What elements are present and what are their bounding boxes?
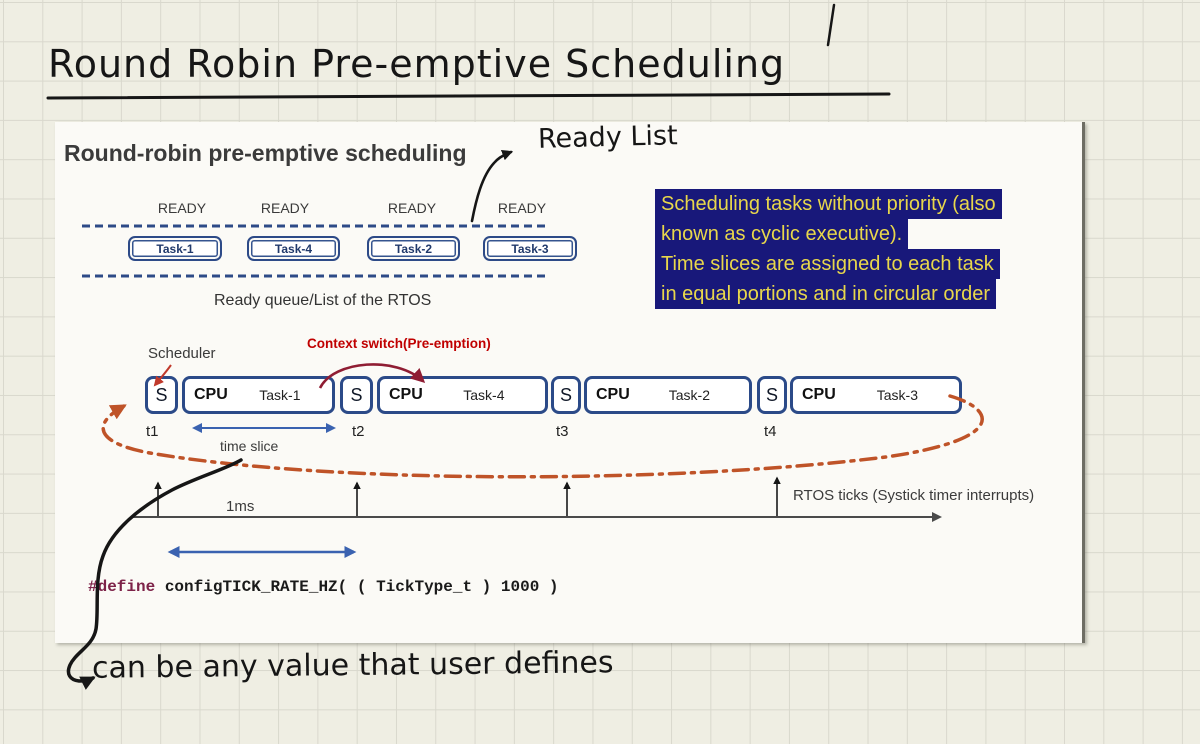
context-switch-label: Context switch(Pre-emption) — [307, 336, 491, 351]
pen-stroke — [826, 3, 836, 47]
cpu-slot: CPU Task-2 — [584, 376, 752, 414]
note-line: known as cyclic executive). — [655, 219, 909, 249]
queue-task-box: Task-4 — [247, 236, 340, 261]
scheduler-slot: S — [340, 376, 373, 414]
code-define-directive: #define — [88, 578, 156, 596]
scheduler-slot: S — [551, 376, 581, 414]
one-ms-label: 1ms — [226, 498, 255, 515]
scheduler-slot: S — [145, 376, 178, 414]
cpu-label: CPU — [194, 386, 228, 403]
ready-label: READY — [497, 200, 547, 216]
queue-task-box: Task-3 — [483, 236, 577, 261]
cpu-slot: CPU Task-3 — [790, 376, 962, 414]
title-underline — [46, 92, 891, 100]
cpu-label: CPU — [596, 386, 630, 403]
ready-label: READY — [260, 200, 310, 216]
queue-caption: Ready queue/List of the RTOS — [214, 292, 432, 309]
cpu-task: Task-3 — [876, 387, 918, 403]
highlighted-note: Scheduling tasks without priority (also … — [655, 189, 1002, 309]
slide-title: Round-robin pre-emptive scheduling — [64, 140, 467, 166]
cpu-label: CPU — [389, 386, 423, 403]
time-label: t4 — [764, 423, 777, 440]
cpu-slot: CPU Task-1 — [182, 376, 335, 414]
code-line: #define configTICK_RATE_HZ( ( TickType_t… — [88, 578, 559, 596]
cpu-label: CPU — [802, 386, 836, 403]
time-label: t3 — [556, 423, 569, 440]
cpu-task: Task-4 — [463, 387, 505, 403]
cpu-task: Task-1 — [259, 387, 301, 403]
ready-label: READY — [387, 200, 437, 216]
code-body: configTICK_RATE_HZ( ( TickType_t ) 1000 … — [164, 578, 559, 596]
scheduler-label: Scheduler — [148, 345, 216, 362]
time-slice-label: time slice — [220, 438, 279, 454]
scheduler-slot: S — [757, 376, 787, 414]
cpu-task: Task-2 — [668, 387, 710, 403]
queue-task-box: Task-2 — [367, 236, 460, 261]
queue-task-box: Task-1 — [128, 236, 222, 261]
note-line: in equal portions and in circular order — [655, 279, 997, 309]
note-line: Time slices are assigned to each task — [655, 249, 1000, 279]
rtos-ticks-label: RTOS ticks (Systick timer interrupts) — [793, 487, 1035, 504]
ready-list-annotation: Ready List — [537, 120, 678, 155]
time-label: t2 — [352, 423, 365, 440]
note-line: Scheduling tasks without priority (also — [655, 189, 1002, 219]
time-label: t1 — [146, 423, 159, 440]
bottom-annotation: can be any value that user defines — [91, 645, 614, 686]
cpu-slot: CPU Task-4 — [377, 376, 548, 414]
ready-label: READY — [157, 200, 207, 216]
page-title: Round Robin Pre-emptive Scheduling — [48, 42, 786, 86]
